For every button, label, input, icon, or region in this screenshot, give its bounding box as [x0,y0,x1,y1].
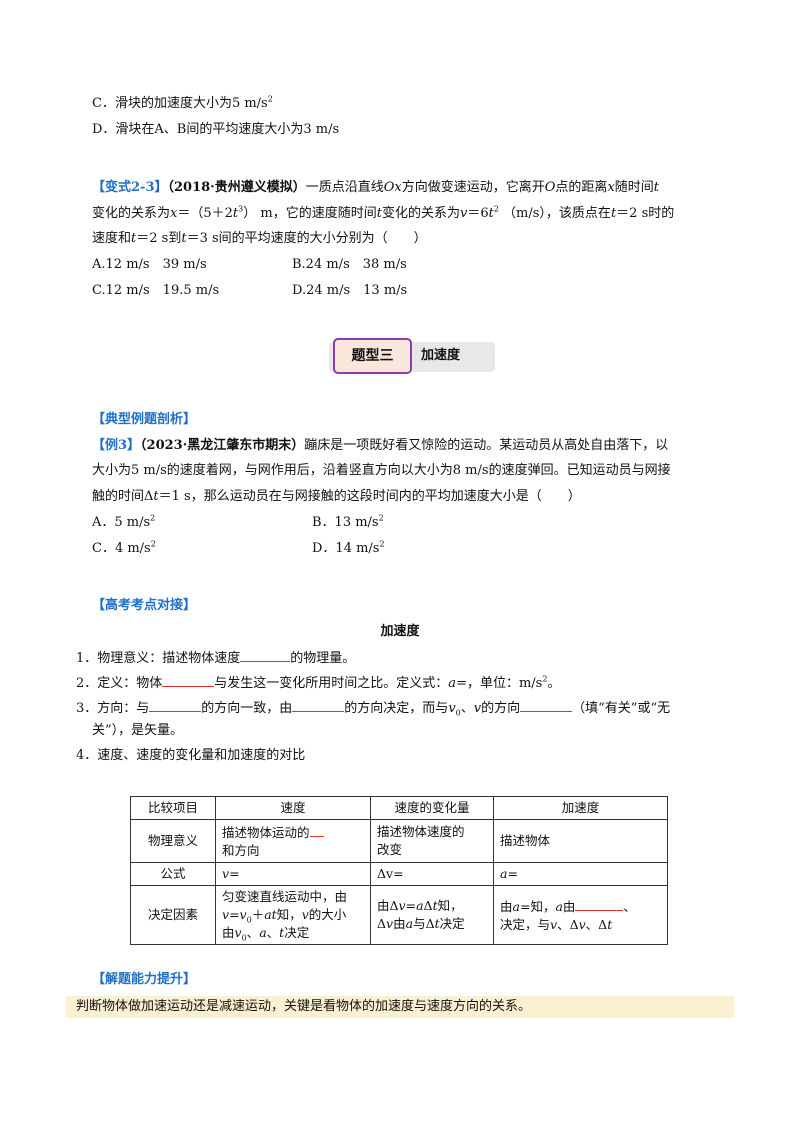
table-header: 加速度 [493,796,668,820]
exam-item-2: 2．定义：物体与发生这一变化所用时间之比。定义式：a=，单位：m/s2。 [76,672,560,694]
table-header: 速度 [215,796,371,820]
ability-section-title: 【解题能力提升】 [92,972,197,987]
fill-blank[interactable] [520,697,573,712]
fill-blank[interactable] [575,896,624,911]
example-tag: 【例3】 [92,438,141,453]
tip-box: 判断物体做加速运动还是减速运动，关键是看物体的加速度与速度方向的关系。 [66,996,734,1018]
exam-section-title: 【高考考点对接】 [92,598,197,613]
variant-option-d: D.24 m/s 13 m/s [292,283,408,298]
table-row: 物理意义 描述物体运动的和方向 描述物体速度的改变 描述物体 [130,819,668,863]
variant-line-1: 【变式2-3】（2018·贵州遵义模拟）一质点沿直线Ox方向做变速运动，它离开O… [92,180,660,195]
example-line-3: 触的时间Δt＝1 s，那么运动员在与网接触的这段时间内的平均加速度大小是（ ） [92,489,581,504]
example-option-d: D．14 m/s2 [312,539,385,556]
table-cell: a= [493,862,668,886]
option-d-prev: D．滑块在A、B间的平均速度大小为3 m/s [92,122,340,137]
variant-line-3: 速度和t＝2 s到t＝3 s间的平均速度的大小分别为（ ） [92,231,427,246]
exam-item-4: 4．速度、速度的变化量和加速度的对比 [76,748,306,763]
table-row: 公式 v= Δv= a= [130,862,668,886]
row-label: 物理意义 [130,819,216,863]
exam-heading: 加速度 [380,624,420,639]
table-cell: 由a=知，a由、 决定，与v、Δv、Δt [493,885,668,945]
exam-item-3-cont: 关”），是矢量。 [92,723,184,738]
example-option-a: A．5 m/s2 [92,513,156,530]
example-line-2: 大小为5 m/s的速度着网，与网作用后，沿着竖直方向以大小为8 m/s的速度弹回… [92,463,671,478]
variant-option-c: C.12 m/s 19.5 m/s [92,283,220,298]
table-header: 比较项目 [130,796,216,820]
row-label: 公式 [130,862,216,886]
option-c-prev: C．滑块的加速度大小为5 m/s2 [92,94,273,111]
variant-source: （2018·贵州遵义模拟） [167,180,306,195]
fill-blank[interactable] [240,647,291,662]
table-cell: 匀变速直线运动中，由 v=v0＋at知，v的大小 由v0、a、t决定 [215,885,371,945]
exam-item-3: 3．方向：与的方向一致，由的方向决定，而与v0、v的方向（填“有关”或“无 [76,697,670,719]
fill-blank[interactable] [309,822,324,837]
variant-option-b: B.24 m/s 38 m/s [292,257,407,272]
fill-blank[interactable] [162,672,215,687]
fill-blank[interactable] [292,697,345,712]
example-option-b: B．13 m/s2 [312,513,384,530]
example-line-1: 【例3】（2023·黑龙江肇东市期末）蹦床是一项既好看又惊险的运动。某运动员从高… [92,438,669,453]
example-source: （2023·黑龙江肇东市期末） [140,438,305,453]
section-banner: 题型三 加速度 [329,336,495,374]
banner-title: 加速度 [421,348,461,363]
tip-text: 判断物体做加速运动还是减速运动，关键是看物体的加速度与速度方向的关系。 [76,999,532,1014]
table-cell: 描述物体速度的改变 [370,819,494,863]
table-header: 速度的变化量 [370,796,494,820]
variant-line-2: 变化的关系为x＝（5＋2t3） m，它的速度随时间t变化的关系为v＝6t2 （m… [92,204,675,221]
example-option-c: C．4 m/s2 [92,539,156,556]
comparison-table: 比较项目 速度 速度的变化量 加速度 物理意义 描述物体运动的和方向 描述物体速… [130,796,668,945]
banner-tag: 题型三 [333,338,412,374]
table-cell: 描述物体 [493,819,668,863]
table-cell: v= [215,862,371,886]
variant-tag: 【变式2-3】 [92,180,168,195]
row-label: 决定因素 [130,885,216,945]
table-cell: 描述物体运动的和方向 [215,819,371,863]
fill-blank[interactable] [149,697,202,712]
table-cell: 由Δv=aΔt知， Δv由a与Δt决定 [370,885,494,945]
table-row: 决定因素 匀变速直线运动中，由 v=v0＋at知，v的大小 由v0、a、t决定 … [130,885,668,945]
table-cell: Δv= [370,862,494,886]
example-section-title: 【典型例题剖析】 [92,412,197,427]
table-header-row: 比较项目 速度 速度的变化量 加速度 [130,796,668,820]
variant-option-a: A.12 m/s 39 m/s [92,257,207,272]
exam-item-1: 1．物理意义：描述物体速度的物理量。 [76,647,355,669]
